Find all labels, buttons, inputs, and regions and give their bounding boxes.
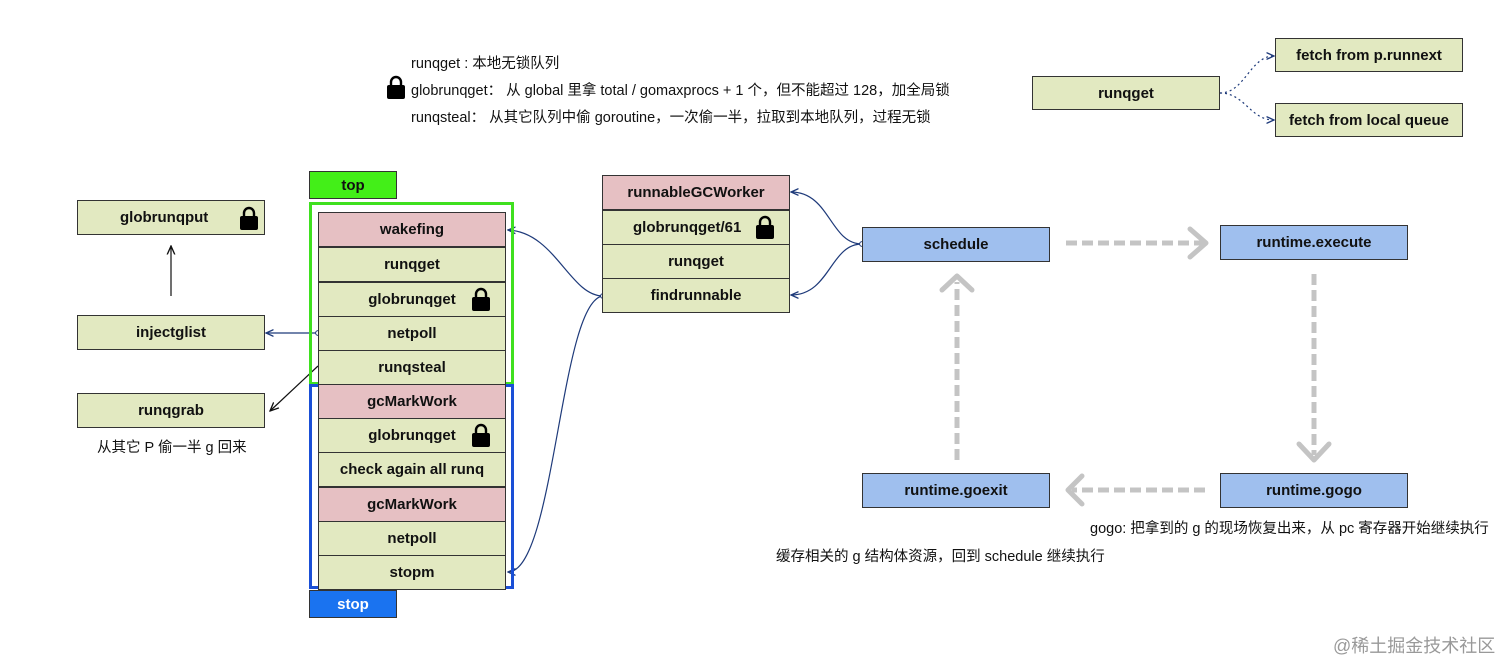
runqget-to-localqueue-connector bbox=[1219, 92, 1274, 120]
globrunqget61-label: globrunqget/61 bbox=[633, 219, 742, 236]
runnablegcworker-box: runnableGCWorker bbox=[602, 175, 790, 210]
goexit-note: 缓存相关的 g 结构体资源，回到 schedule 继续执行 bbox=[776, 549, 1105, 565]
runtime-goexit-box: runtime.goexit bbox=[862, 473, 1050, 508]
globrunqput-box: globrunqput bbox=[77, 200, 265, 235]
stack-item-wakefing: wakefing bbox=[318, 212, 506, 247]
runtime-gogo-box: runtime.gogo bbox=[1220, 473, 1408, 508]
legend-runqget: runqget : 本地无锁队列 bbox=[411, 56, 560, 72]
middle-runqget-box: runqget bbox=[602, 244, 790, 279]
runqgrab-note: 从其它 P 偷一半 g 回来 bbox=[97, 440, 247, 456]
schedule-to-runnablegcworker-connector bbox=[791, 192, 863, 245]
runqget-detail-box: runqget bbox=[1032, 76, 1220, 110]
globrunqget61-box: globrunqget/61 bbox=[602, 210, 790, 245]
findrunnable-to-wakefing-connector bbox=[508, 230, 604, 297]
top-tag: top bbox=[309, 171, 397, 199]
legend-runqsteal: runqsteal： 从其它队列中偷 goroutine，一次偷一半，拉取到本地… bbox=[411, 110, 931, 126]
legend-globrunqget: globrunqget： 从 global 里拿 total / gomaxpr… bbox=[411, 83, 950, 99]
lock-icon bbox=[472, 423, 490, 447]
lock-icon bbox=[387, 75, 405, 99]
schedule-box: schedule bbox=[862, 227, 1050, 262]
stack-item-runqget: runqget bbox=[318, 247, 506, 282]
stack-item-runqsteal: runqsteal bbox=[318, 350, 506, 385]
stop-tag: stop bbox=[309, 590, 397, 618]
stack-item-gcmarkwork: gcMarkWork bbox=[318, 384, 506, 419]
fetch-local-queue-box: fetch from local queue bbox=[1275, 103, 1463, 137]
stack-item-gcmarkwork-2: gcMarkWork bbox=[318, 487, 506, 522]
lock-icon bbox=[240, 206, 258, 230]
stack-item-netpoll-2: netpoll bbox=[318, 521, 506, 556]
findrunnable-to-stopm-connector bbox=[508, 295, 604, 572]
fetch-runnext-box: fetch from p.runnext bbox=[1275, 38, 1463, 72]
schedule-to-findrunnable-connector bbox=[791, 243, 863, 295]
runqget-to-runnext-connector bbox=[1219, 56, 1274, 94]
lock-icon bbox=[472, 287, 490, 311]
runqgrab-box: runqgrab bbox=[77, 393, 265, 428]
watermark: @稀土掘金技术社区 bbox=[1333, 636, 1496, 656]
lock-icon bbox=[756, 215, 774, 239]
stack-item-check-again: check again all runq bbox=[318, 452, 506, 487]
gogo-note: gogo: 把拿到的 g 的现场恢复出来，从 pc 寄存器开始继续执行 bbox=[1090, 521, 1489, 537]
runtime-execute-box: runtime.execute bbox=[1220, 225, 1408, 260]
injectglist-box: injectglist bbox=[77, 315, 265, 350]
findrunnable-box: findrunnable bbox=[602, 278, 790, 313]
globrunqput-label: globrunqput bbox=[120, 209, 209, 226]
stack-item-stopm: stopm bbox=[318, 555, 506, 590]
stack-item-netpoll: netpoll bbox=[318, 316, 506, 351]
